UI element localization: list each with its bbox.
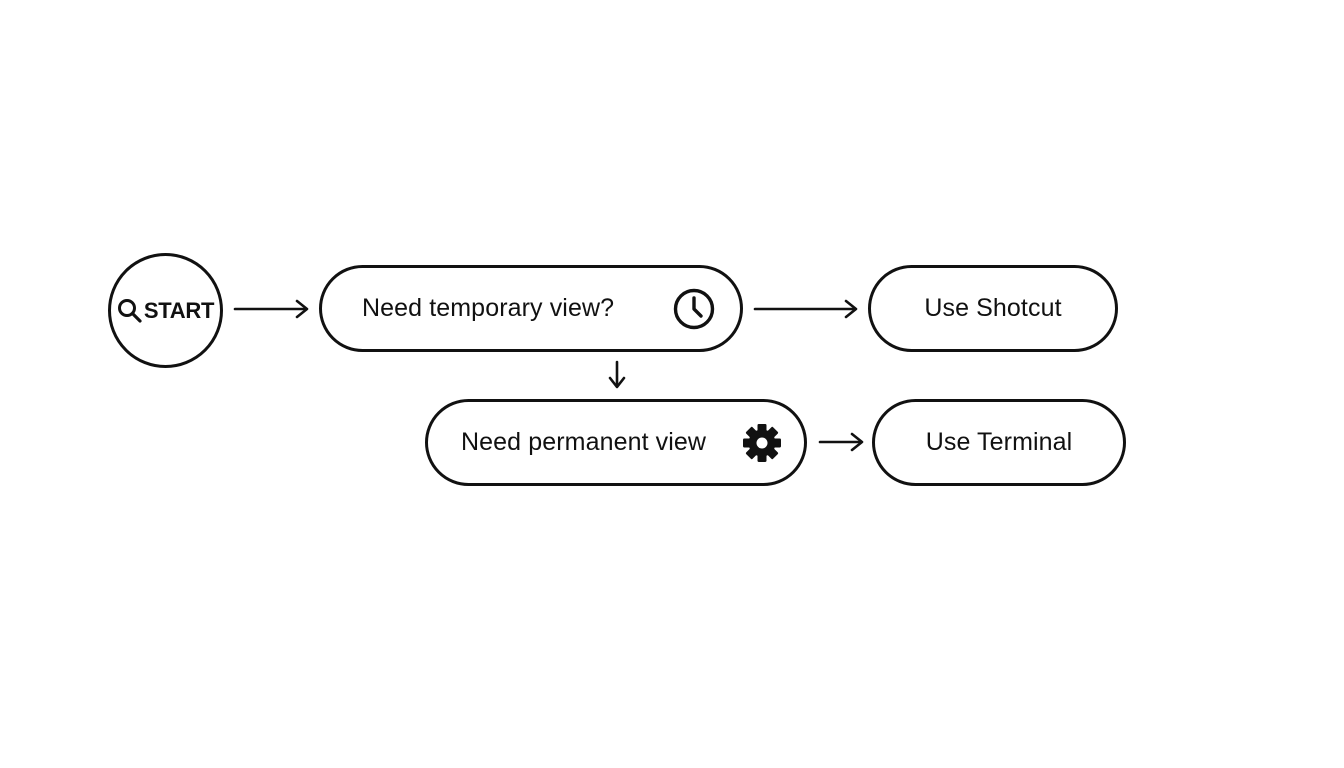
temporary-view-label: Need temporary view?	[362, 294, 615, 322]
use-terminal-label: Use Terminal	[925, 428, 1073, 456]
arrow-temporary-to-permanent	[608, 360, 626, 389]
permanent-view-label: Need permanent view	[461, 428, 707, 456]
gear-icon	[741, 422, 783, 464]
start-label: START	[143, 297, 215, 323]
use-shortcut-node: Use Shotcut	[868, 265, 1118, 352]
arrow-start-to-temporary	[233, 299, 309, 319]
use-shortcut-label: Use Shotcut	[924, 294, 1062, 322]
arrow-temporary-to-shortcut	[753, 299, 858, 319]
temporary-view-node: Need temporary view?	[319, 265, 743, 352]
use-terminal-node: Use Terminal	[872, 399, 1126, 486]
clock-icon	[672, 287, 716, 331]
permanent-view-node: Need permanent view	[425, 399, 807, 486]
arrow-permanent-to-terminal	[818, 432, 864, 452]
start-node: START	[108, 253, 223, 368]
search-icon	[117, 298, 143, 324]
